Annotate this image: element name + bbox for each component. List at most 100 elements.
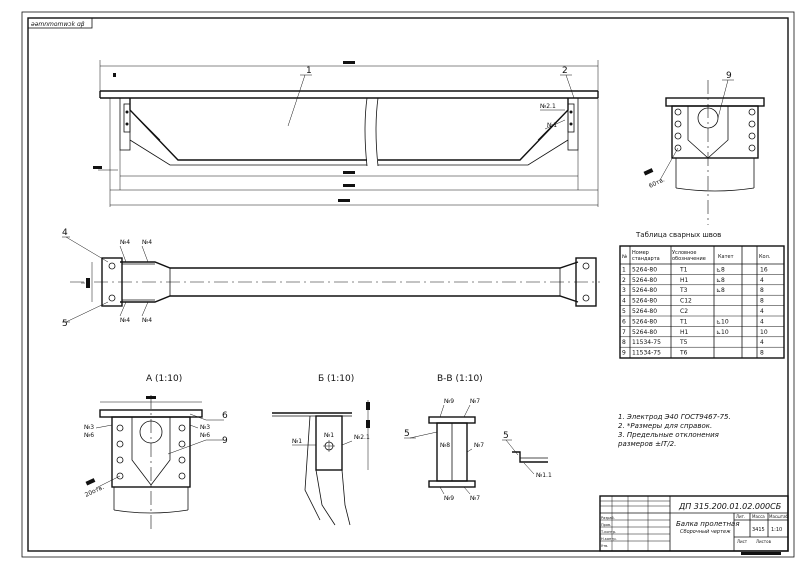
title-block: ДП 315.200.01.02.000СБ Балка пролетная С… (599, 495, 789, 555)
weld-table-cell: 8 (760, 350, 764, 357)
plan-view: 4 5 №4 №4 №4 №4 (62, 228, 600, 329)
weld-label-4d: №4 (142, 317, 152, 324)
weld-table-cell: 4 (760, 318, 764, 325)
inner-frame (27, 17, 789, 552)
callout-1: 1 (306, 66, 312, 76)
weld-table-cell: С12 (680, 298, 692, 305)
weld-table-cell: 5264-80 (632, 308, 657, 315)
section-vv: В-В (1:10) №9 №7 №8 №7 №9 №7 5 5 №1.1 (404, 374, 552, 502)
callout-5: 5 (62, 319, 68, 329)
weld-table-cell: Т1 (679, 266, 688, 273)
end-view: 9 60тв. (643, 71, 765, 225)
section-a-holes-note: 20отв. (84, 484, 105, 499)
top-left-stamp: əəmnmomwɔk ɑβ (27, 17, 93, 29)
weld-table-cell: 5 (622, 308, 626, 315)
section-vv-title: В-В (1:10) (437, 374, 483, 384)
weld-table-cell: 9 (622, 350, 626, 357)
col-lit: Лит. (736, 514, 745, 519)
weld-table-cell: 4 (760, 339, 764, 346)
sheet-label: Лист (737, 539, 748, 544)
weld-label-a-6r: №6 (200, 432, 210, 439)
th-qty: Кол. (759, 254, 771, 260)
weld-label-vv-9t: №9 (444, 398, 454, 405)
note-3: 3. Предельные отклонения (618, 431, 719, 439)
weld-table-cell: 11534-75 (632, 339, 661, 346)
weld-label-b-1b: №1 (324, 432, 334, 439)
weld-label-2-1: №2.1 (540, 103, 556, 110)
weld-label-b-1a: №1 (292, 438, 302, 445)
weld-table-cell: Т1 (679, 318, 688, 325)
weld-label-vv-7b: №7 (470, 495, 480, 502)
weld-table-cell: 5264-80 (632, 266, 657, 273)
weld-table-cell: 7 (622, 329, 626, 336)
weld-table-cell: 4 (760, 308, 764, 315)
drawing-subtitle: Сборочный чертеж (680, 529, 731, 535)
role-dev: Разраб. (601, 516, 615, 520)
weld-table-cell: 8 (760, 298, 764, 305)
weld-label-b-2-1: №2.1 (354, 434, 370, 441)
weld-table-cell: Н1 (680, 329, 689, 336)
weld-label-vv-7t: №7 (470, 398, 480, 405)
weld-label-4b: №4 (142, 239, 152, 246)
note-3-cont: размеров ±IT/2. (617, 440, 676, 448)
end-view-holes-note: 60тв. (648, 176, 666, 189)
mass-value: 3415 (752, 527, 765, 533)
weld-label-vv-8: №8 (440, 442, 450, 449)
callout-5-vv: 5 (404, 429, 410, 439)
technical-notes: 1. Электрод Э40 ГОСТ9467-75. 2. *Размеры… (617, 413, 731, 448)
weld-table-cell: 2 (622, 277, 626, 284)
th-std-l2: стандарта (632, 256, 660, 262)
weld-label-a-6l: №6 (84, 432, 94, 439)
note-2: 2. *Размеры для справок. (618, 422, 712, 430)
weld-table-cell: ⊾8 (716, 287, 725, 294)
weld-table-cell: 5264-80 (632, 318, 657, 325)
weld-table-cell: 6 (622, 318, 626, 325)
sheets-label: Листов (756, 539, 772, 544)
weld-table-cell: 3 (622, 287, 626, 294)
weld-table-cell: ⊾8 (716, 277, 725, 284)
scale-value: 1:10 (771, 527, 782, 533)
weld-label-vv-9b: №9 (444, 495, 454, 502)
weld-table-cell: 11534-75 (632, 350, 661, 357)
callout-4: 4 (62, 228, 68, 238)
note-1: 1. Электрод Э40 ГОСТ9467-75. (618, 413, 731, 421)
stamp-text: əəmnmomwɔk ɑβ (31, 21, 85, 28)
role-ncontrol: Н.контр. (601, 537, 617, 541)
callout-6: 6 (222, 411, 228, 421)
role-tcontrol: Т.контр. (600, 530, 616, 534)
weld-table-cell: Т3 (679, 287, 688, 294)
th-code-l2: обозначение (672, 256, 706, 262)
th-code: Условное обозначение (672, 250, 706, 262)
callout-5-detail: 5 (503, 431, 509, 441)
weld-label-4c: №4 (120, 317, 130, 324)
weld-label-4a: №4 (120, 239, 130, 246)
weld-table-cell: Т6 (679, 350, 688, 357)
weld-table-title: Таблица сварных швов (635, 231, 721, 239)
callout-9-a: 9 (222, 436, 228, 446)
weld-table-cell: Т5 (679, 339, 688, 346)
callout-2: 2 (562, 66, 568, 76)
weld-label-1: №1 (547, 122, 557, 129)
th-std-l1: Номер (632, 250, 649, 256)
th-code-l1: Условное (672, 250, 696, 256)
weld-label-a-3l: №3 (84, 424, 94, 431)
th-leg: Катет (718, 254, 734, 260)
role-check: Пров. (601, 523, 611, 527)
weld-table-cell: ⊾8 (716, 266, 725, 273)
th-std: Номер стандарта (632, 250, 660, 262)
col-mass: Масса (752, 514, 765, 519)
weld-table-cell: 16 (760, 266, 768, 273)
weld-table-cell: 8 (760, 287, 764, 294)
section-a: А (1:10) №3 №6 №3 №6 6 9 20отв. (84, 374, 228, 530)
weld-table-cell: Н1 (680, 277, 689, 284)
outer-frame (21, 11, 795, 558)
weld-table-cell: 5264-80 (632, 277, 657, 284)
role-approve: Утв. (601, 544, 608, 548)
main-front-view: 1 2 №2.1 №1 (93, 60, 599, 207)
weld-label-a-3r: №3 (200, 424, 210, 431)
section-a-title: А (1:10) (146, 374, 182, 384)
callout-9-end: 9 (726, 71, 732, 81)
weld-table-cell: 5264-80 (632, 329, 657, 336)
